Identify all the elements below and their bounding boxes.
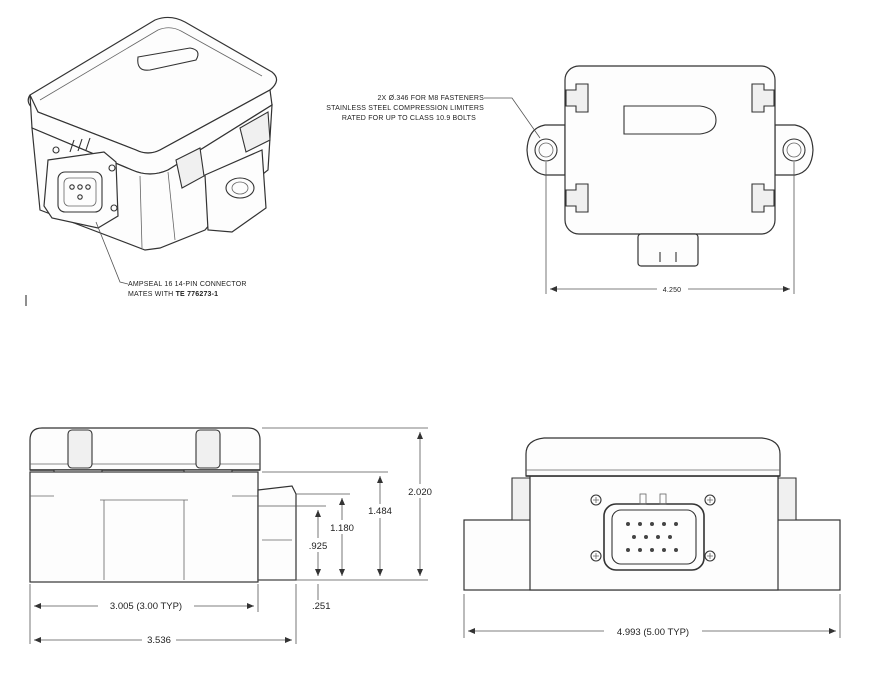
dim-height-overall: 2.020 bbox=[408, 487, 432, 498]
dim-front-width: 4.993 (5.00 TYP) bbox=[617, 627, 689, 638]
dim-offset-251: .251 bbox=[312, 601, 331, 612]
side-view bbox=[29, 427, 428, 644]
dim-top-width: 4.250 bbox=[663, 287, 682, 294]
front-view bbox=[463, 437, 841, 638]
connector-note-line1: AMPSEAL 16 14-PIN CONNECTOR bbox=[128, 281, 247, 288]
fastener-note-line3: RATED FOR UP TO CLASS 10.9 BOLTS bbox=[342, 115, 476, 122]
dim-side-overall: 3.536 bbox=[147, 635, 171, 646]
dim-height-1180: 1.180 bbox=[330, 523, 354, 534]
dim-height-flange: 1.484 bbox=[368, 506, 392, 517]
connector-note-line2: MATES WITH TE 776273-1 bbox=[128, 291, 218, 298]
top-view bbox=[484, 65, 814, 294]
fastener-note-line2: STAINLESS STEEL COMPRESSION LIMITERS bbox=[326, 105, 484, 112]
dim-height-925: .925 bbox=[309, 541, 328, 552]
fastener-note-line1: 2X Ø.346 FOR M8 FASTENERS bbox=[377, 95, 484, 102]
isometric-view bbox=[27, 16, 278, 285]
dim-side-width: 3.005 (3.00 TYP) bbox=[110, 601, 182, 612]
